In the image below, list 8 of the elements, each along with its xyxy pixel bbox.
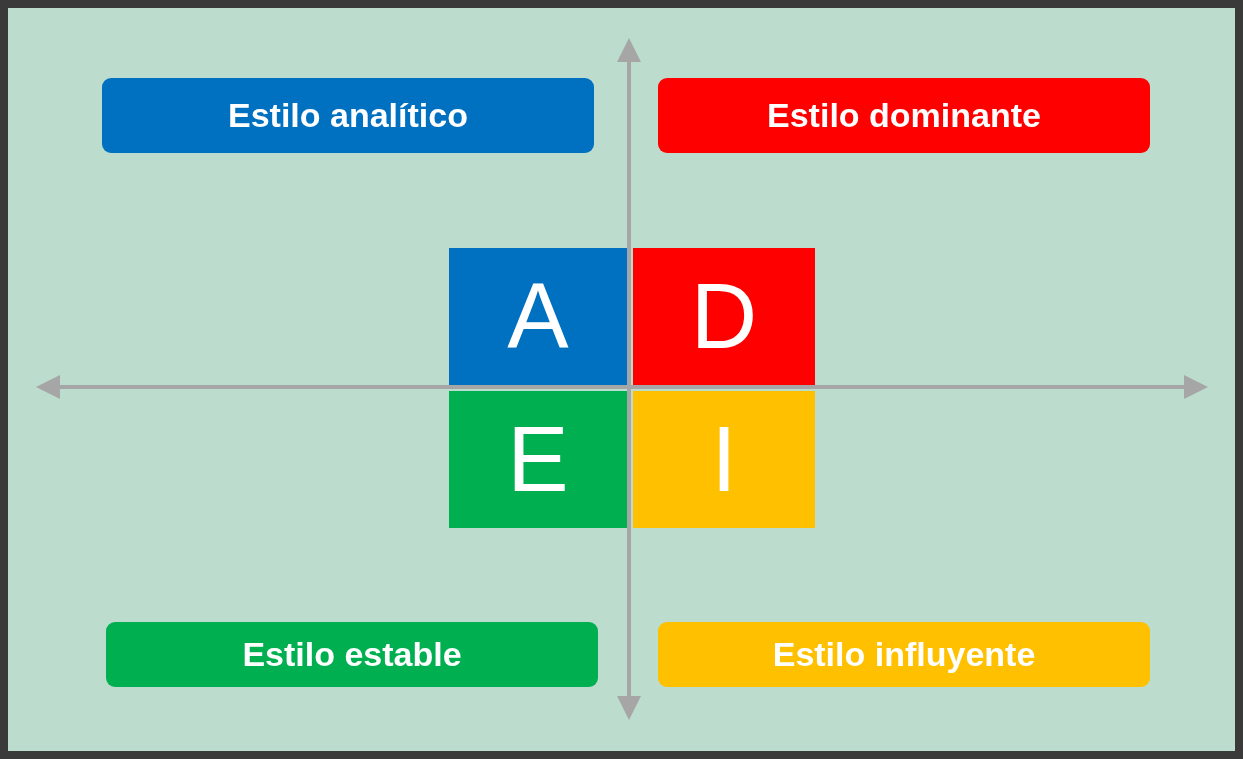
quadrant-square: D (633, 248, 815, 385)
style-label: Estilo influyente (658, 622, 1150, 687)
style-label: Estilo estable (106, 622, 598, 687)
quadrant-square: A (449, 248, 627, 385)
quadrant-square: I (633, 391, 815, 528)
style-label: Estilo analítico (102, 78, 594, 153)
style-label: Estilo dominante (658, 78, 1150, 153)
quadrant-square: E (449, 391, 627, 528)
